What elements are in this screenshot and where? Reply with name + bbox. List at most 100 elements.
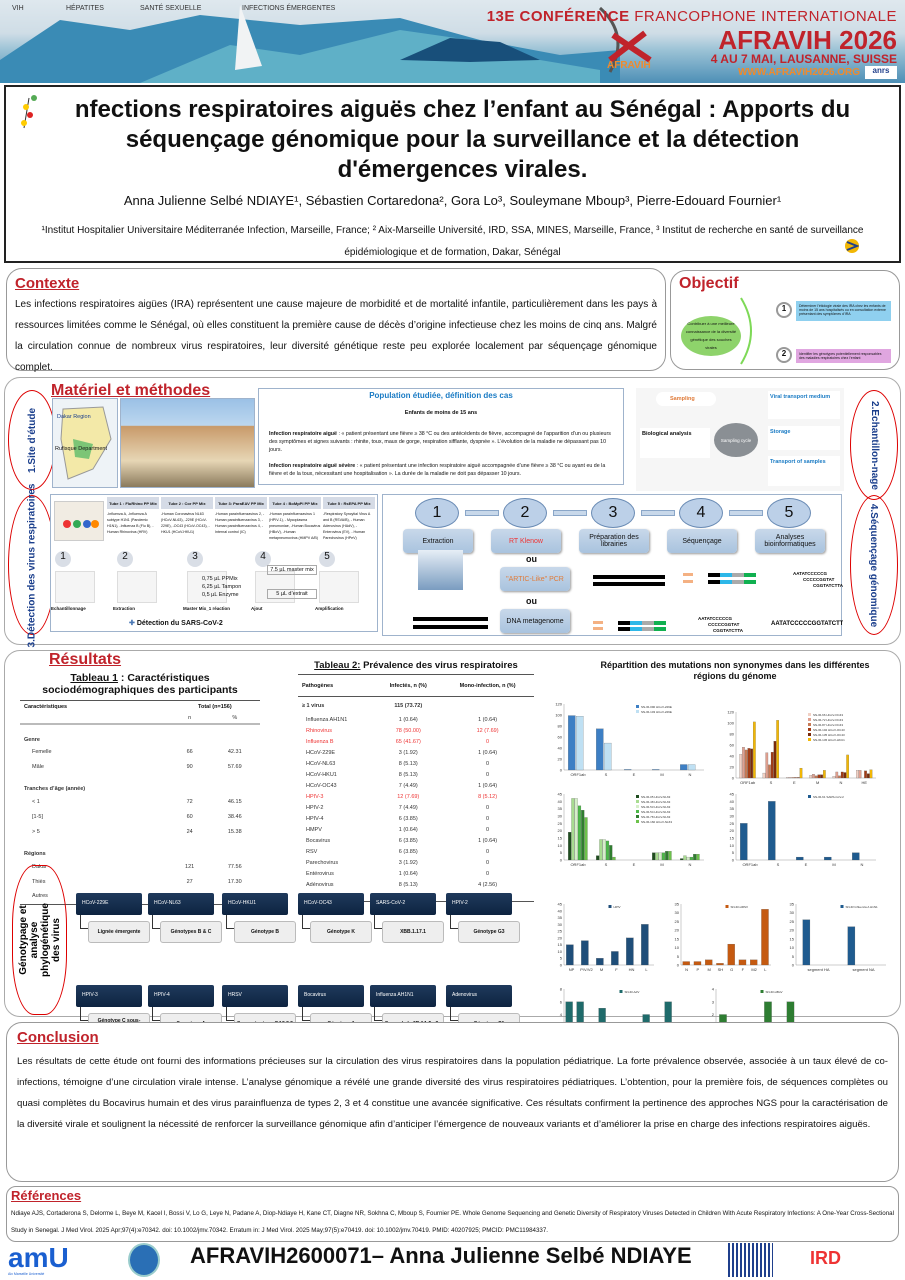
- conclusion-panel: Conclusion Les résultats de cette étude …: [6, 1022, 899, 1182]
- bar: [799, 767, 803, 779]
- extraction-instrument-photo: [418, 550, 463, 590]
- legend-label: SN-IR-66 HCoV-OC43: [813, 713, 843, 717]
- bar: [788, 777, 792, 779]
- legend-swatch: [608, 905, 612, 908]
- connector-line: [302, 915, 310, 929]
- detection-step-number: 5: [319, 551, 335, 567]
- y-tick-label: 35: [558, 915, 563, 920]
- genotype-virus: Adenovirus: [446, 985, 512, 1007]
- seq-fragment-3: CGGTATCTTA: [813, 583, 843, 588]
- arrow-right-icon: [729, 510, 763, 516]
- y-tick-label: 25: [558, 929, 563, 934]
- side-label-sequencage: 4.Séquençage génomique: [850, 495, 898, 635]
- storage-step: Storage: [768, 426, 840, 450]
- x-tick-label: ORF1ab: [570, 862, 586, 867]
- legend-label: SN-IR Influenza A H1N1: [846, 905, 879, 909]
- references-panel: Références Ndiaye AJS, Cortaderona S, De…: [6, 1186, 899, 1242]
- x-tick-label: E: [793, 780, 796, 785]
- kit-photo: [54, 501, 104, 541]
- side-label-echantillonnage: 2.Echantillon-nage: [850, 390, 898, 500]
- objectif-panel: Objectif Contribuer à une meilleure conn…: [670, 270, 900, 370]
- ihu-logo: [845, 239, 859, 253]
- legend-swatch: [636, 710, 639, 713]
- iressef-logo: [21, 95, 37, 129]
- artic-pcr-step: "ARTIC-Like" PCR: [500, 567, 570, 591]
- seq-step-number: 2: [503, 498, 547, 528]
- x-tick-label: N: [840, 780, 843, 785]
- conclusion-heading: Conclusion: [17, 1029, 99, 1046]
- amu-logo-sub: Aix Marseille Université: [8, 1272, 45, 1276]
- x-tick-label: P/V/V2: [580, 967, 593, 972]
- x-tick-label: S: [605, 772, 608, 777]
- connector-line: [80, 1007, 88, 1021]
- bar: [626, 937, 634, 966]
- legend-swatch: [808, 728, 811, 731]
- genotype-result: Génotype G3: [458, 921, 520, 943]
- legend-label: SN-IR-HRSV: [731, 905, 749, 909]
- conference-website[interactable]: WWW.AFRAVIH2026.ORG: [737, 67, 860, 78]
- y-tick-label: 0: [732, 858, 735, 863]
- bar: [576, 716, 584, 771]
- y-tick-label: 60: [558, 735, 563, 740]
- connector-line: [374, 915, 382, 929]
- y-tick-label: 40: [558, 799, 563, 804]
- seq-step-label: Extraction: [403, 529, 473, 553]
- transport-step: Transport of samples: [768, 456, 840, 486]
- bar: [765, 752, 769, 779]
- bar: [843, 772, 847, 779]
- table1: Tableau 1 : Caractéristiques sociodémogr…: [20, 672, 260, 905]
- genotype-virus: HPIV-3: [76, 985, 142, 1007]
- poster-title: nfections respiratoires aiguës chez l’en…: [74, 96, 851, 183]
- y-tick-label: 4: [560, 1012, 563, 1017]
- side-label-site: 1.Site d’étude: [8, 390, 56, 490]
- sampling-cycle: Sampling cycle: [714, 423, 758, 457]
- references-text: Ndiaye AJS, Cortaderona S, Delorme L, Be…: [11, 1210, 894, 1234]
- genotype-result: Lignée émergente: [88, 921, 150, 943]
- seq-step-number: 3: [591, 498, 635, 528]
- bar: [596, 855, 600, 861]
- x-tick-label: segment NA: [852, 967, 874, 972]
- bar: [705, 959, 713, 966]
- conference-subtitle: 13E CONFÉRENCE FRANCOPHONE INTERNATIONAL…: [486, 8, 897, 25]
- y-tick-label: 10: [558, 949, 563, 954]
- detection-step-number: 1: [55, 551, 71, 567]
- y-tick-label: 20: [675, 928, 680, 933]
- genotype-virus: HCoV-HKU1: [222, 893, 288, 915]
- legend-label: SN-IR-61 SARS-CoV-2: [813, 795, 844, 799]
- bar: [794, 777, 797, 779]
- bar: [786, 777, 789, 779]
- bar: [683, 855, 687, 861]
- bar: [796, 777, 800, 779]
- bar: [864, 770, 867, 779]
- seq-step-number: 5: [767, 498, 811, 528]
- connector-line: [226, 915, 234, 929]
- x-tick-label: P: [697, 967, 700, 972]
- y-tick-label: 15: [675, 936, 680, 941]
- y-tick-label: 20: [558, 757, 563, 762]
- y-tick-label: 10: [675, 945, 680, 950]
- bar: [747, 748, 751, 779]
- x-tick-label: M2: [751, 967, 757, 972]
- legend-label: SN-IR-AdV: [625, 990, 640, 994]
- references-heading: Références: [11, 1188, 82, 1203]
- bar: [596, 728, 604, 771]
- objectif-heading: Objectif: [679, 275, 739, 292]
- legend-label: SN-IR-05 HCoV-NL63: [641, 795, 671, 799]
- y-tick-label: 100: [555, 713, 562, 718]
- afravih-logo-text: AFRAVIH: [607, 60, 651, 71]
- bar: [809, 775, 813, 779]
- contexte-panel: Contexte Les infections respiratoires ai…: [6, 268, 666, 373]
- map-label-dakar: Dakar Region: [57, 414, 91, 420]
- x-tick-label: segment HA: [807, 967, 829, 972]
- y-tick-label: 10: [558, 843, 563, 848]
- bar: [727, 943, 735, 966]
- map-label-rufisque: Rufisque Department: [55, 446, 107, 452]
- y-tick-label: 15: [790, 936, 795, 941]
- tube-header: Tube 4 : BoMpPI PP Mix: [269, 497, 321, 509]
- bar: [602, 839, 606, 861]
- tube-targets: -Influenza A, -Influenza A subtype H1N1 …: [107, 512, 154, 534]
